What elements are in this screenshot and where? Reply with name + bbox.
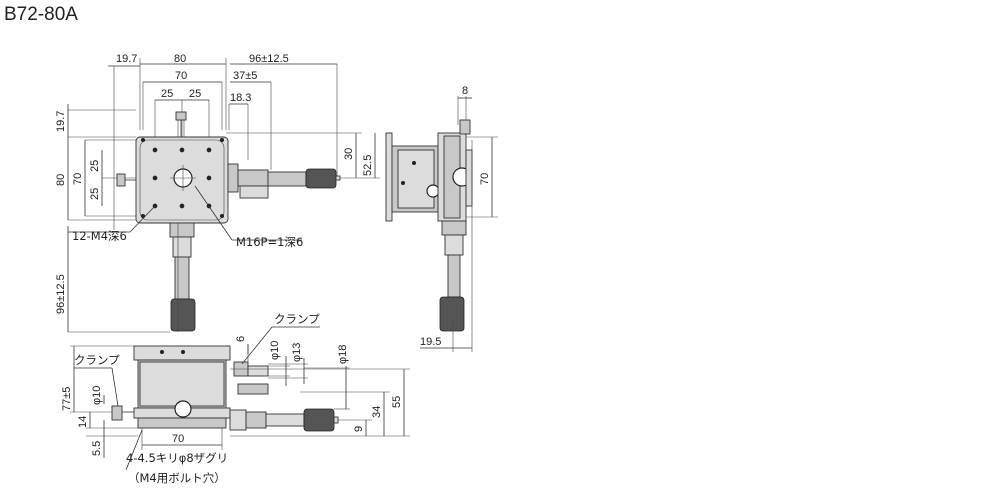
- dim-left-25-a: 25: [89, 160, 101, 172]
- micrometer-knob-y: [170, 298, 196, 332]
- front-dim-phi10: φ10: [269, 341, 281, 360]
- front-view: 77±5 φ10 14 5.5 クランプ クランプ 6 φ10 φ13 φ18: [61, 312, 410, 485]
- front-dim-5-5: 5.5: [91, 441, 103, 456]
- dim-top-70: 70: [175, 70, 187, 82]
- model-title: B72-80A: [4, 4, 78, 25]
- dim-left-25-b: 25: [89, 188, 101, 200]
- front-dim-34: 34: [371, 406, 383, 418]
- side-dim-19-5: 19.5: [420, 336, 441, 348]
- front-dim-phi18: φ18: [337, 345, 349, 364]
- front-dim-70: 70: [172, 433, 184, 445]
- side-view: 8 70 19.5: [385, 85, 498, 352]
- dim-left-80: 80: [55, 174, 67, 186]
- dim-right-52-5: 52.5: [362, 155, 374, 176]
- front-dim-6: 6: [235, 336, 247, 342]
- dim-left-19-7: 19.7: [55, 111, 67, 132]
- front-dim-14: 14: [77, 416, 89, 428]
- dim-top-96: 96±12.5: [249, 53, 289, 65]
- callout-bolt-holes: 4-4.5キリφ8ザグリ: [126, 451, 228, 465]
- side-micrometer-knob: [439, 296, 465, 332]
- clamp-knob: [116, 173, 126, 187]
- dim-top-80: 80: [174, 53, 186, 65]
- top-view: 19.7 80 70 25 25 96±12.5 37±5 18.3 19.7 …: [55, 53, 380, 333]
- clamp-label-right: クランプ: [274, 312, 320, 326]
- callout-center: M16P=1深6: [236, 235, 303, 249]
- front-dim-9: 9: [353, 426, 365, 432]
- callout-bolt-note: （M4用ボルト穴）: [128, 471, 226, 485]
- dim-top-18-3: 18.3: [230, 92, 251, 104]
- dim-left-96: 96±12.5: [55, 274, 67, 314]
- mounting-holes: [140, 137, 225, 219]
- dim-top-19-7: 19.7: [116, 53, 137, 65]
- micrometer-knob-x: [305, 168, 337, 189]
- side-dim-70: 70: [479, 173, 491, 185]
- front-dim-phi10-left: φ10: [91, 386, 103, 405]
- dim-left-70: 70: [72, 173, 84, 185]
- clamp-label-left: クランプ: [74, 353, 120, 367]
- dim-right-30: 30: [343, 148, 355, 160]
- dim-top-25-b: 25: [189, 88, 201, 100]
- side-dim-8: 8: [462, 85, 468, 97]
- front-dim-77: 77±5: [61, 387, 73, 411]
- callout-holes: 12-M4深6: [72, 229, 127, 243]
- front-dim-phi13: φ13: [291, 343, 303, 362]
- front-micrometer-knob: [303, 408, 335, 432]
- dim-top-37: 37±5: [233, 70, 257, 82]
- front-dim-55: 55: [391, 396, 403, 408]
- dim-top-25-a: 25: [161, 88, 173, 100]
